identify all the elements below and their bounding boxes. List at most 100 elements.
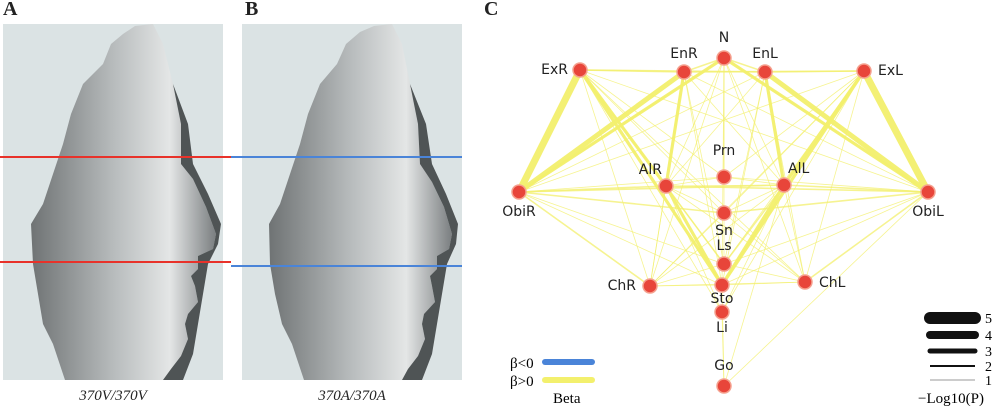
node-label-AlR: AlR	[639, 162, 662, 178]
node-Sn	[716, 205, 732, 221]
node-ChR	[642, 278, 658, 294]
panel-a-letter: A	[3, 0, 18, 20]
edge-N-ChL	[723, 57, 806, 283]
panel-a-face-image	[3, 24, 223, 380]
edge-AlL-Sto	[720, 183, 786, 287]
reference-lines	[0, 156, 462, 267]
edge-ObiL-AlR	[665, 185, 929, 193]
edge-ChR-Sn	[649, 212, 725, 287]
node-EnL	[757, 64, 773, 80]
width-level-1-label: 1	[985, 374, 992, 389]
edge-EnL-AlL	[763, 70, 786, 187]
node-label-ChL: ChL	[819, 275, 846, 291]
beta-legend-title: Beta	[553, 391, 581, 407]
node-N	[716, 50, 732, 66]
edge-ObiR-Sto	[518, 191, 723, 286]
edge-ExL-ChL	[804, 70, 865, 283]
panel-c-letter: C	[484, 0, 499, 20]
width-level-3-label: 3	[985, 345, 992, 360]
node-ObiL	[920, 184, 936, 200]
node-label-EnL: EnL	[752, 46, 778, 62]
edge-ExR-Sn	[579, 69, 725, 214]
node-label-Li: Li	[716, 320, 728, 336]
edge-ExL-Li	[721, 70, 865, 313]
edge-ObiL-Sn	[723, 191, 929, 214]
edge-ExL-EnR	[683, 70, 865, 73]
panel-b-caption: 370A/370A	[318, 388, 386, 404]
edge-ObiR-ChR	[518, 191, 651, 287]
edge-AlR-Prn	[665, 176, 725, 187]
edge-N-AlL	[723, 57, 785, 186]
edge-ObiL-Prn	[723, 176, 929, 193]
edge-EnL-AlR	[665, 71, 766, 187]
face-profile-a	[31, 24, 221, 380]
node-AlR	[658, 178, 674, 194]
node-Go	[716, 378, 732, 394]
panel-b-letter: B	[245, 0, 259, 20]
edge-EnR-Ls	[683, 71, 725, 265]
node-Ls	[716, 256, 732, 272]
edge-AlR-ChR	[649, 185, 667, 287]
edge-ObiR-AlL	[518, 184, 785, 193]
edge-ExR-ChR	[579, 69, 651, 287]
edge-EnR-ObiR	[516, 69, 687, 195]
node-label-Prn: Prn	[713, 143, 736, 159]
edge-EnR-AlL	[683, 71, 785, 186]
beta-positive-label: β>0	[510, 374, 534, 390]
edge-EnL-Ls	[723, 71, 766, 265]
node-ExR	[572, 62, 588, 78]
edge-ObiL-ExR	[579, 69, 929, 193]
edge-ExR-Prn	[579, 69, 725, 178]
beta-legend: β<0 β>0 Beta	[510, 356, 595, 407]
edge-ExR-ChL	[579, 69, 806, 283]
edge-ObiL-Go	[723, 191, 929, 387]
beta-negative-label: β<0	[510, 356, 534, 372]
node-label-AlL: AlL	[788, 161, 809, 177]
node-EnR	[676, 64, 692, 80]
node-AlL	[776, 177, 792, 193]
edge-N-AlR	[665, 57, 725, 187]
width-legend-title: −Log10(P)	[918, 391, 984, 407]
edge-ExL-Ls	[723, 70, 865, 265]
edge-ChL-Sn	[723, 212, 806, 283]
panel-a-caption: 370V/370V	[79, 388, 147, 404]
edge-ExL-ObiL	[860, 67, 932, 196]
node-label-ChR: ChR	[608, 278, 637, 294]
node-label-Go: Go	[714, 358, 733, 374]
edge-AlR-Li	[665, 185, 723, 313]
edge-AlR-Sto	[664, 184, 724, 287]
edge-ObiR-ExL	[518, 70, 865, 193]
edge-ChR-Ls	[649, 263, 725, 287]
node-label-EnR: EnR	[670, 46, 698, 62]
edge-ObiR-Ls	[518, 191, 725, 265]
edge-Li-Go	[721, 311, 725, 387]
edge-AlL-ChR	[649, 184, 785, 287]
edge-EnL-Sto	[721, 71, 766, 286]
node-label-Sn: Sn	[715, 223, 733, 239]
node-label-ExR: ExR	[541, 62, 568, 78]
edge-AlR-AlL	[665, 184, 785, 187]
edge-ObiL-Sto	[721, 191, 929, 286]
face-profile-b	[269, 24, 458, 380]
node-ChL	[797, 274, 813, 290]
panel-b-face-image	[242, 24, 462, 380]
edge-ExR-Ls	[579, 69, 725, 265]
edge-AlL-Prn	[723, 176, 785, 186]
edge-AlL-Sn	[723, 184, 785, 214]
pvalue-width-legend: 5 4 3 2 1 −Log10(P)	[918, 312, 992, 407]
node-Prn	[716, 169, 732, 185]
edge-AlR-ChL	[665, 185, 806, 283]
edge-AlL-Go	[723, 184, 785, 387]
node-label-N: N	[719, 30, 729, 46]
edge-ObiL-Ls	[723, 191, 929, 265]
edge-EnR-Sto	[683, 71, 723, 286]
edge-ObiR-N	[518, 57, 725, 193]
edge-ExL-ChR	[649, 70, 865, 287]
edge-AlR-Sn	[665, 185, 725, 214]
edge-ObiL-EnR	[683, 71, 929, 193]
node-ObiR	[511, 184, 527, 200]
node-ExL	[856, 63, 872, 79]
edge-ObiL-ChL	[804, 191, 929, 283]
node-label-ObiL: ObiL	[912, 204, 944, 220]
